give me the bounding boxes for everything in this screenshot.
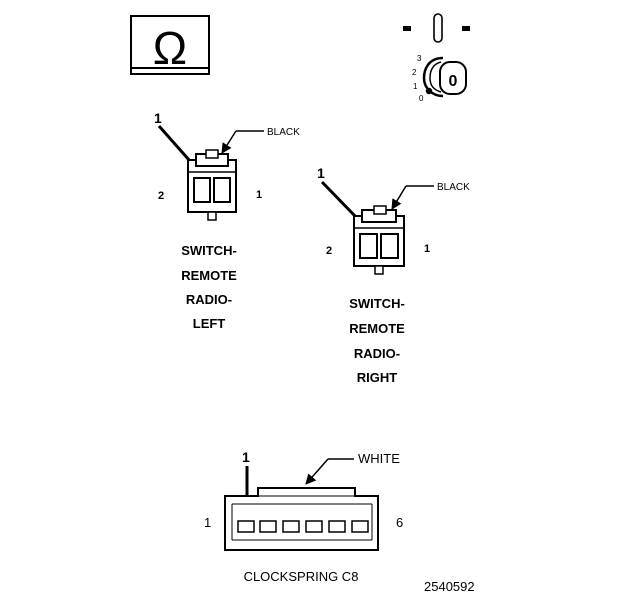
connector-clockspring-c8: 1 WHITE 1 6 CLOCKSPRING C8	[204, 449, 403, 584]
clockspring-pin-cavities	[237, 520, 369, 533]
right-wire-color-label: BLACK	[437, 182, 470, 193]
left-wire-color-label: BLACK	[267, 127, 300, 138]
connector-switch-remote-radio-left: 1 BLACK 2 1 SWITCH- REMOTE RADIO- LEFT	[154, 110, 300, 331]
ignition-position-2: 2	[412, 68, 417, 77]
right-pointer-number: 1	[317, 165, 325, 181]
ohm-symbol: Ω	[153, 22, 187, 74]
left-pin-1-label: 1	[256, 189, 262, 201]
left-pointer-number: 1	[154, 110, 162, 126]
right-title-line-3: RADIO-	[354, 346, 400, 361]
clockspring-pointer-number: 1	[242, 449, 250, 465]
connector-switch-remote-radio-right: 1 BLACK 2 1 SWITCH- REMOTE RADIO- RIGHT	[317, 165, 470, 385]
clockspring-pin-6-label: 6	[396, 515, 403, 530]
right-title-line-2: REMOTE	[349, 321, 405, 336]
clockspring-title: CLOCKSPRING C8	[244, 569, 359, 584]
left-title-line-1: SWITCH-	[181, 243, 237, 258]
right-title-line-1: SWITCH-	[349, 296, 405, 311]
ignition-key-label: 0	[449, 73, 458, 90]
right-title-line-4: RIGHT	[357, 370, 398, 385]
right-pin-2-label: 2	[326, 245, 332, 257]
right-pin-1-label: 1	[424, 243, 430, 255]
ignition-position-0: 0	[419, 94, 424, 103]
left-title-line-3: RADIO-	[186, 292, 232, 307]
ignition-position-3: 3	[417, 54, 422, 63]
ignition-key-icon: 3 2 1 0 0	[403, 13, 470, 103]
left-title-line-2: REMOTE	[181, 268, 237, 283]
left-title-line-4: LEFT	[193, 316, 226, 331]
clockspring-pin-1-label: 1	[204, 515, 211, 530]
ignition-position-1: 1	[413, 82, 418, 91]
figure-number: 2540592	[424, 579, 475, 594]
ohmmeter-icon: Ω	[130, 15, 210, 75]
clockspring-wire-color-label: WHITE	[358, 451, 400, 466]
left-pin-2-label: 2	[158, 190, 164, 202]
